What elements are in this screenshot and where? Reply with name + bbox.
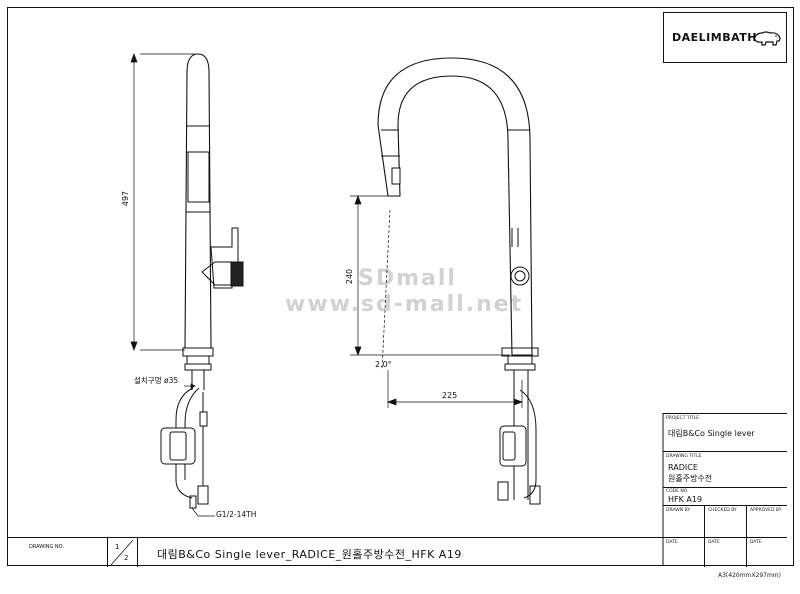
polar-bear-logo-icon — [753, 31, 781, 46]
date-label-1: DATE — [666, 540, 678, 545]
dim-225-label: 225 — [442, 391, 458, 400]
sheet-size-label: A3(420mmX297mm) — [718, 572, 781, 579]
project-title: 대림B&Co Single lever — [668, 429, 755, 438]
project-title-cell: PROJECT TITLE 대림B&Co Single lever — [663, 413, 787, 451]
project-title-label: PROJECT TITLE — [666, 416, 700, 421]
drawing-title-label: DRAWING TITLE — [666, 454, 702, 459]
hole-size-label: 설치구멍 ø35 — [134, 376, 179, 385]
dim-240-label: 240 — [345, 268, 355, 285]
approved-by-label: APPROVED BY — [750, 508, 782, 513]
date-label-2: DATE — [708, 540, 720, 545]
drawing-sheet-border — [7, 7, 794, 566]
drawn-by-label: DRAWN BY — [666, 508, 691, 513]
date-label-3: DATE — [750, 540, 762, 545]
code-label: CODE NO. — [666, 489, 689, 494]
front-view-faucet — [377, 57, 541, 505]
brand-logo-text: DAELIMBATH — [672, 31, 757, 44]
dim-reach — [387, 370, 523, 408]
checked-by-label: CHECKED BY — [708, 508, 737, 513]
logo-box: DAELIMBATH — [663, 12, 787, 63]
dim-angle-label: 2.0° — [375, 360, 392, 369]
sheet-number: 1 — [115, 543, 120, 551]
drawing-title-1: RADICE — [668, 463, 698, 472]
dim-total-height — [130, 53, 195, 351]
leader-hole — [184, 383, 196, 389]
thread-label: G1/2-14TH — [216, 510, 257, 519]
leader-thread — [191, 507, 215, 517]
drawing-number-strip: DRAWING NO. 1 2 대림B&Co Single lever_RADI… — [7, 537, 664, 567]
sheet-total: 2 — [124, 554, 129, 562]
dim-497-label: 497 — [121, 190, 131, 207]
date-row: DATE DATE DATE — [663, 537, 787, 566]
signature-row: DRAWN BY CHECKED BY APPROVED BY — [663, 505, 787, 567]
side-view-faucet — [160, 53, 244, 509]
drawing-title-cell: DRAWING TITLE RADICE 원홀주방수전 — [663, 451, 787, 487]
watermark-line-2: www.sd-mall.net — [285, 292, 524, 317]
drawing-full-title: 대림B&Co Single lever_RADICE_원홀주방수전_HFK A1… — [157, 548, 462, 561]
watermark-line-1: SDmall — [358, 266, 457, 291]
code-cell: CODE NO. HFK A19 — [663, 487, 787, 505]
drawing-title-2: 원홀주방수전 — [668, 474, 713, 483]
drawing-no-label: DRAWING NO. — [29, 544, 64, 550]
code-value: HFK A19 — [668, 495, 703, 504]
dim-spout-height — [350, 195, 510, 371]
